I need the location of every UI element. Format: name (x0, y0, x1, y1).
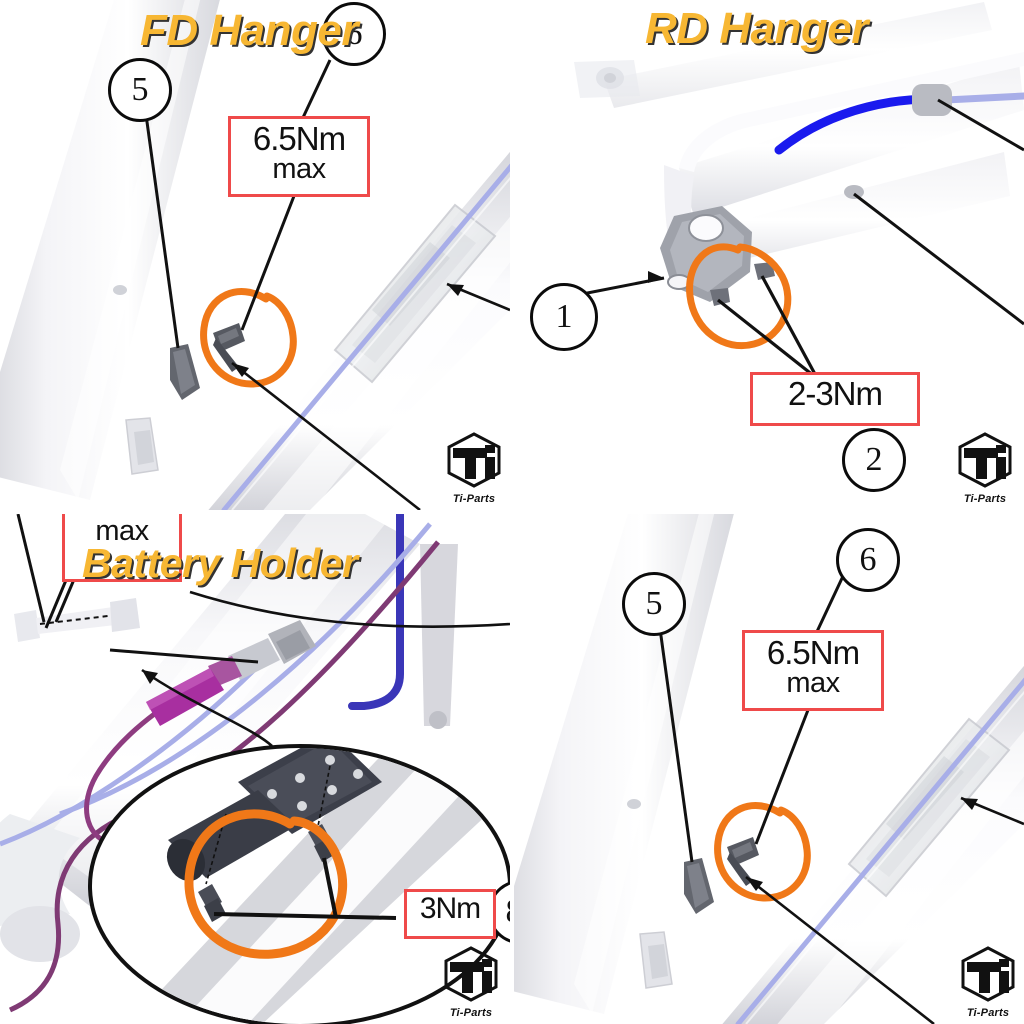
ti-parts-logo-mark (444, 946, 498, 1002)
callout-5[interactable]: 5 (108, 58, 172, 122)
fd-hanger-illustration (0, 0, 510, 510)
rd-hanger-illustration (571, 2, 1024, 378)
ti-parts-logo-label: Ti-Parts (449, 1007, 493, 1019)
battery-holder-illustration (0, 514, 510, 1024)
ti-parts-logo-label: Ti-Parts (452, 493, 496, 505)
callout-5[interactable]: 5 (622, 572, 686, 636)
ti-parts-logo: Ti-Parts (952, 428, 1018, 505)
panel-title-fd-hanger: FD Hanger (140, 6, 358, 55)
ti-parts-logo-label: Ti-Parts (966, 1007, 1010, 1019)
torque-label-6.5nm: 6.5Nm max (742, 630, 884, 711)
ti-parts-logo: Ti-Parts (955, 942, 1021, 1019)
ti-parts-logo-mark (447, 432, 501, 488)
callout-1[interactable]: 1 (530, 283, 598, 351)
ti-parts-logo: Ti-Parts (438, 942, 504, 1019)
battery-holder-detail-view (88, 744, 510, 1024)
panel-fd-hanger-repeat: 5 6 6.5Nm max Ti-Parts (514, 514, 1024, 1024)
fd-hanger-plate (170, 344, 200, 400)
callout-2[interactable]: 2 (842, 428, 906, 492)
fd-hanger-bolt (213, 323, 245, 372)
panel-battery-holder: Battery Holder max 7 3Nm 8 Ti-Parts (0, 514, 510, 1024)
torque-label-max-cutoff: max (62, 514, 182, 582)
torque-label-2-3nm: 2-3Nm (750, 372, 920, 426)
fd-hanger-plate (684, 858, 714, 914)
panel-rd-hanger: RD Hanger 1 2 2-3Nm Ti-Parts (514, 0, 1024, 510)
torque-label-3nm: 3Nm (404, 889, 496, 939)
ti-parts-logo-mark (961, 946, 1015, 1002)
ti-parts-logo: Ti-Parts (441, 428, 507, 505)
callout-6[interactable]: 6 (836, 528, 900, 592)
rd-hanger-bolts (710, 262, 775, 306)
panel-fd-hanger: FD Hanger 5 6 6.5Nm max Ti-Parts (0, 0, 510, 510)
torque-label-6.5nm: 6.5Nm max (228, 116, 370, 197)
ti-parts-logo-label: Ti-Parts (963, 493, 1007, 505)
callout-6[interactable]: 6 (322, 2, 386, 66)
fd-hanger-bolt (727, 837, 759, 886)
ti-parts-logo-mark (958, 432, 1012, 488)
fd-hanger-repeat-illustration (514, 514, 1024, 1024)
cut-off-screw (14, 598, 140, 642)
panel-title-battery-holder: Battery Holder (82, 540, 358, 586)
panel-title-rd-hanger: RD Hanger (645, 4, 868, 53)
